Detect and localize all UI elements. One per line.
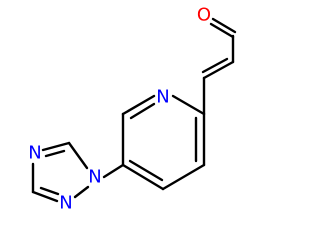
bond-c-o-double-b — [211, 17, 237, 34]
bond-c6-triazole — [102, 163, 125, 179]
molecule-canvas: O N N N N — [28, 4, 237, 214]
bond-c3-c4 — [161, 163, 206, 191]
bond-n-c2 — [171, 94, 206, 116]
bond-c3-n2-inner — [39, 186, 60, 196]
bond-c-o-double-a — [209, 22, 235, 39]
triazole-n1-label: N — [88, 167, 101, 188]
structure-diagram: O N N N N — [28, 5, 237, 214]
propenal-chain — [201, 17, 237, 116]
pyridine-ring — [102, 94, 206, 191]
bond-vinyl-double-a — [202, 60, 235, 80]
bond-c6-n-inner — [129, 102, 156, 120]
bond-c4-c5 — [121, 163, 165, 191]
bond-c3-n2 — [31, 190, 59, 203]
bond-vinyl-double-b — [201, 57, 229, 74]
bond-c4-c5-inner — [128, 159, 164, 182]
bond-c5-n4 — [41, 141, 71, 152]
triazole-n2-label: N — [59, 193, 72, 214]
pyridine-nitrogen-label: N — [156, 87, 169, 108]
triazole-ring — [31, 141, 90, 203]
triazole-n4-label: N — [28, 143, 41, 164]
bond-c5-n4-inner — [44, 149, 66, 158]
bond-c6-n — [121, 94, 156, 116]
bond-tn1-c5 — [67, 141, 89, 170]
bond-n2-n1 — [73, 185, 90, 199]
aldehyde-oxygen-label: O — [197, 5, 211, 26]
